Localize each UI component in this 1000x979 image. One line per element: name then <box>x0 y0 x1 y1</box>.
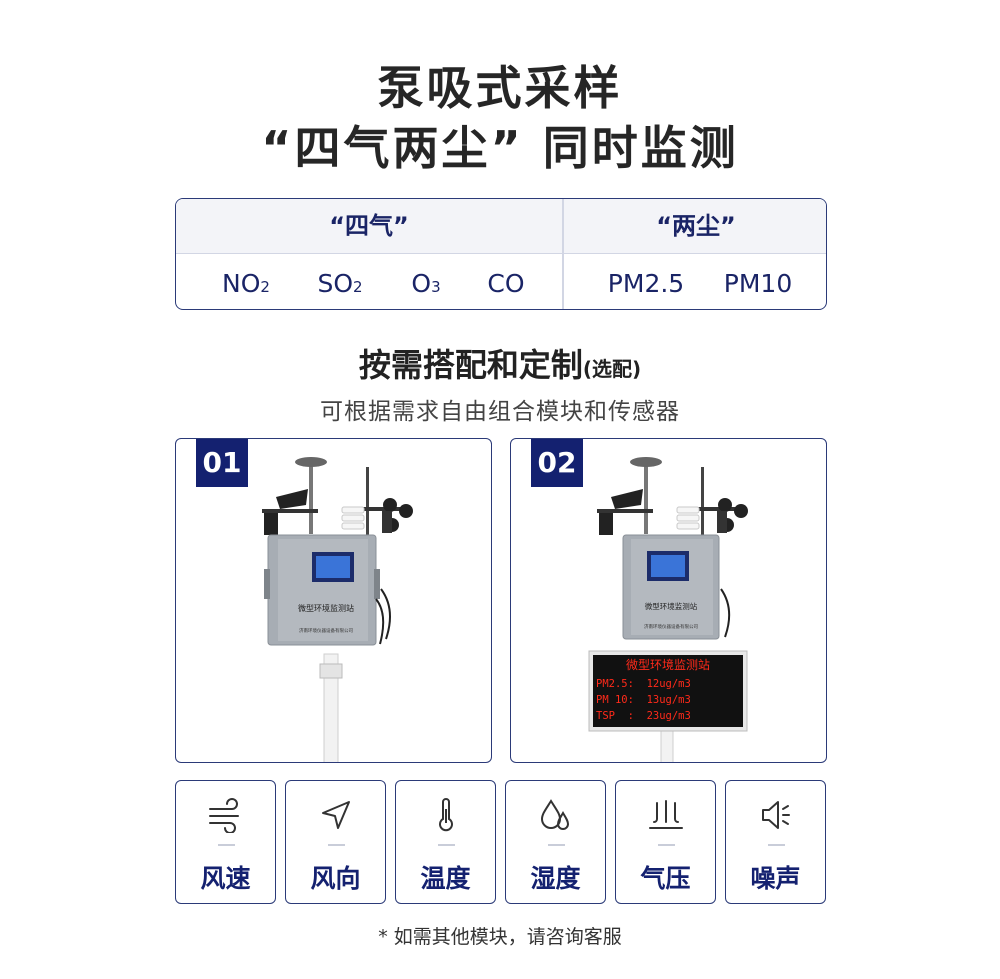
water-drops-icon <box>506 797 605 833</box>
sensor-temperature: 温度 <box>395 780 496 904</box>
separator <box>438 844 455 846</box>
station-card-01: 微型环境监测站 济南环境仪器设备有限公司 01 <box>175 438 492 763</box>
wind-icon <box>176 797 275 834</box>
gas-dust-table: “四气” “两尘” NO2 SO2 O3 CO PM2.5 PM10 <box>175 198 827 310</box>
sensor-humidity: 湿度 <box>505 780 606 904</box>
station-card-02: 微型环境监测站 济南环境仪器设备有限公司 微型环境监测站 PM2.5: 12ug… <box>510 438 827 763</box>
sensor-wind-speed: 风速 <box>175 780 276 904</box>
footnote: * 如需其他模块，请咨询客服 <box>378 926 622 948</box>
panel-label: 微型环境监测站 <box>645 601 698 611</box>
gas-o3: O3 <box>411 269 441 298</box>
pressure-icon <box>616 797 715 833</box>
sensor-label: 湿度 <box>530 864 581 893</box>
main-title-line2: “四气两尘” 同时监测 <box>261 121 739 175</box>
card-number-badge: 02 <box>531 439 583 487</box>
customize-title: 按需搭配和定制(选配) <box>358 346 642 384</box>
sensor-label: 温度 <box>420 864 471 893</box>
led-row-pm10: PM 10: 13ug/m3 <box>596 694 691 706</box>
sensor-noise: 噪声 <box>725 780 826 904</box>
card-number-badge: 01 <box>196 439 248 487</box>
separator <box>218 844 235 846</box>
separator <box>548 844 565 846</box>
speaker-icon <box>726 797 825 833</box>
led-row-tsp: TSP : 23ug/m3 <box>596 710 691 722</box>
thermometer-icon <box>396 797 495 833</box>
sensor-label: 噪声 <box>750 864 801 893</box>
sensor-label: 气压 <box>640 864 691 893</box>
table-divider <box>562 199 564 309</box>
table-header-row <box>176 199 826 254</box>
separator <box>328 844 345 846</box>
dust-pm10: PM10 <box>723 269 793 298</box>
panel-label: 微型环境监测站 <box>298 603 354 613</box>
dust-pm25: PM2.5 <box>607 269 685 298</box>
led-title: 微型环境监测站 <box>626 657 710 672</box>
main-title-line1: 泵吸式采样 <box>377 61 623 115</box>
separator <box>768 844 785 846</box>
sensor-pressure: 气压 <box>615 780 716 904</box>
gas-no2: NO2 <box>222 269 270 298</box>
gas-co: CO <box>487 269 525 298</box>
sensor-label: 风速 <box>200 864 251 893</box>
customize-desc: 可根据需求自由组合模块和传感器 <box>320 399 680 425</box>
direction-arrow-icon <box>286 797 385 833</box>
panel-sublabel: 济南环境仪器设备有限公司 <box>644 623 698 630</box>
two-dusts-header: “两尘” <box>656 212 736 240</box>
sensor-wind-direction: 风向 <box>285 780 386 904</box>
panel-sublabel: 济南环境仪器设备有限公司 <box>299 627 353 634</box>
four-gases-header: “四气” <box>329 212 409 240</box>
gas-so2: SO2 <box>317 269 363 298</box>
led-row-pm25: PM2.5: 12ug/m3 <box>596 678 691 690</box>
monitoring-station-image: 微型环境监测站 济南环境仪器设备有限公司 <box>262 457 413 762</box>
sensor-label: 风向 <box>310 864 361 893</box>
monitoring-station-led-image: 微型环境监测站 济南环境仪器设备有限公司 微型环境监测站 PM2.5: 12ug… <box>588 457 748 762</box>
separator <box>658 844 675 846</box>
